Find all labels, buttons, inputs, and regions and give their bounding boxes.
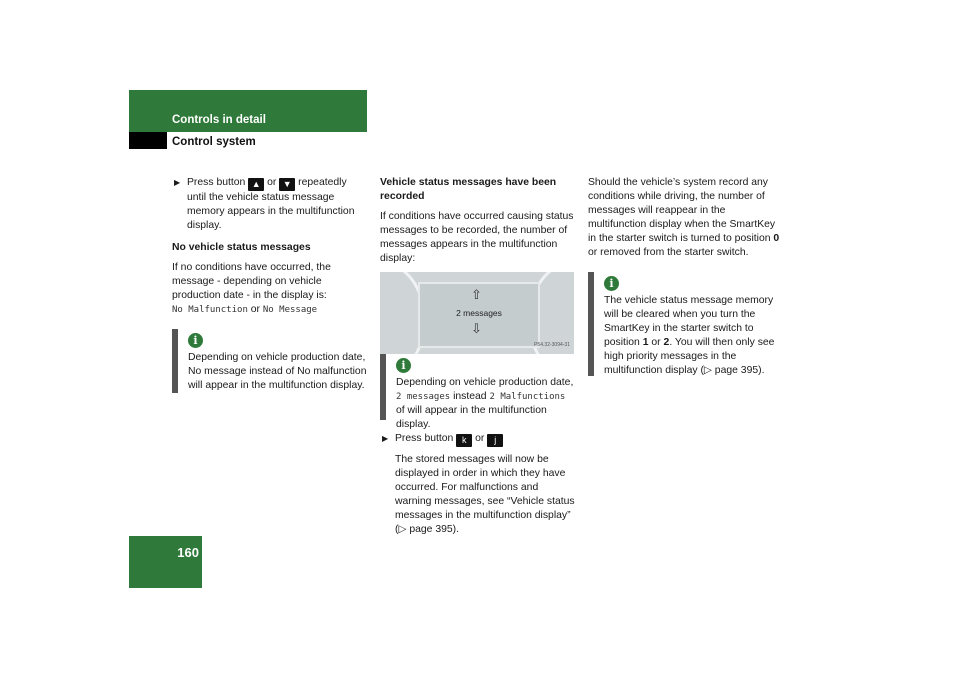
msg-or: or — [250, 304, 260, 315]
step-press-button: ▶ Press button ▲ or ▼ repeatedly until t… — [172, 176, 368, 233]
note-text: Depending on vehicle production date, No… — [188, 352, 367, 391]
note-text-b: instead — [453, 391, 487, 402]
msg-2-messages: 2 messages — [396, 392, 451, 402]
note-bar — [588, 272, 594, 376]
key-down-icon: ▼ — [279, 178, 296, 191]
column-3: Should the vehicle’s system record any c… — [588, 176, 784, 376]
arrow-down-icon: ⇩ — [471, 321, 482, 336]
step-or: or — [475, 433, 485, 444]
bullet-arrow-icon: ▶ — [382, 434, 389, 443]
msg-2-malfunctions: 2 Malfunctions — [489, 392, 566, 402]
paragraph-conditions: If conditions have occurred causing stat… — [380, 211, 574, 264]
info-note-2: i Depending on vehicle production date, … — [380, 354, 576, 430]
column-2: Vehicle status messages have been record… — [380, 176, 576, 537]
header-marker — [129, 132, 167, 149]
step-text-end: repeatedly until the vehicle status mess… — [187, 177, 355, 231]
page-number: 160 — [177, 545, 199, 560]
display-message-count: 2 messages — [456, 308, 502, 318]
paragraph-reappear: Should the vehicle’s system record any c… — [588, 176, 784, 260]
header-banner — [129, 90, 367, 132]
paragraph-no-conditions: If no conditions have occurred, the mess… — [172, 262, 331, 301]
step-description: The stored messages will now be displaye… — [395, 454, 575, 535]
msg-no-message: No Message — [262, 305, 318, 315]
msg-no-malfunction: No Malfunction — [172, 305, 248, 315]
position-0: 0 — [773, 233, 780, 244]
page-number-box — [129, 536, 202, 588]
note-bar — [380, 354, 386, 420]
step-press-k-j: ▶ Press button k or j — [380, 432, 576, 447]
chapter-title: Controls in detail — [172, 114, 266, 126]
step-text: Press button — [395, 433, 454, 444]
info-note-3: i The vehicle status message memory will… — [588, 272, 784, 376]
step-text: Press button — [187, 177, 246, 188]
note-text-a: The vehicle status message memory will b… — [604, 295, 774, 348]
note-text-b: . You will then only see high priority m… — [604, 337, 775, 376]
info-icon: i — [396, 358, 411, 373]
note-text: Depending on vehicle production date, 2 … — [396, 354, 576, 432]
key-j-icon: j — [487, 434, 504, 447]
position-2: 2 — [663, 337, 670, 348]
heading-messages-recorded: Vehicle status messages have been record… — [380, 177, 557, 202]
note-or: or — [651, 337, 661, 348]
note-text-a: Depending on vehicle production date, — [396, 377, 574, 388]
para-text-a: Should the vehicle’s system record any c… — [588, 177, 776, 244]
info-icon: i — [188, 333, 203, 348]
bullet-arrow-icon: ▶ — [174, 178, 181, 187]
position-1: 1 — [642, 337, 649, 348]
figure-code: P54.32-3094-31 — [534, 342, 570, 348]
step-or: or — [267, 177, 277, 188]
info-note-1: i Depending on vehicle production date, … — [172, 329, 368, 393]
note-text-c: of will appear in the multifunction disp… — [396, 405, 547, 430]
display-messages: No Malfunction or No Message — [172, 303, 368, 317]
arrow-up-icon: ⇧ — [471, 287, 482, 302]
note-bar — [172, 329, 178, 393]
multifunction-display: ⇧ 2 messages ⇩ — [418, 282, 540, 348]
para-text-b: or removed from the starter switch. — [588, 247, 749, 258]
heading-no-messages: No vehicle status messages — [172, 242, 311, 253]
column-1: ▶ Press button ▲ or ▼ repeatedly until t… — [172, 176, 368, 393]
info-icon: i — [604, 276, 619, 291]
note-text: The vehicle status message memory will b… — [604, 272, 784, 378]
key-k-icon: k — [456, 434, 473, 447]
section-title: Control system — [172, 136, 256, 148]
display-illustration: ⇧ 2 messages ⇩ P54.32-3094-31 — [380, 272, 574, 354]
key-up-icon: ▲ — [248, 178, 265, 191]
